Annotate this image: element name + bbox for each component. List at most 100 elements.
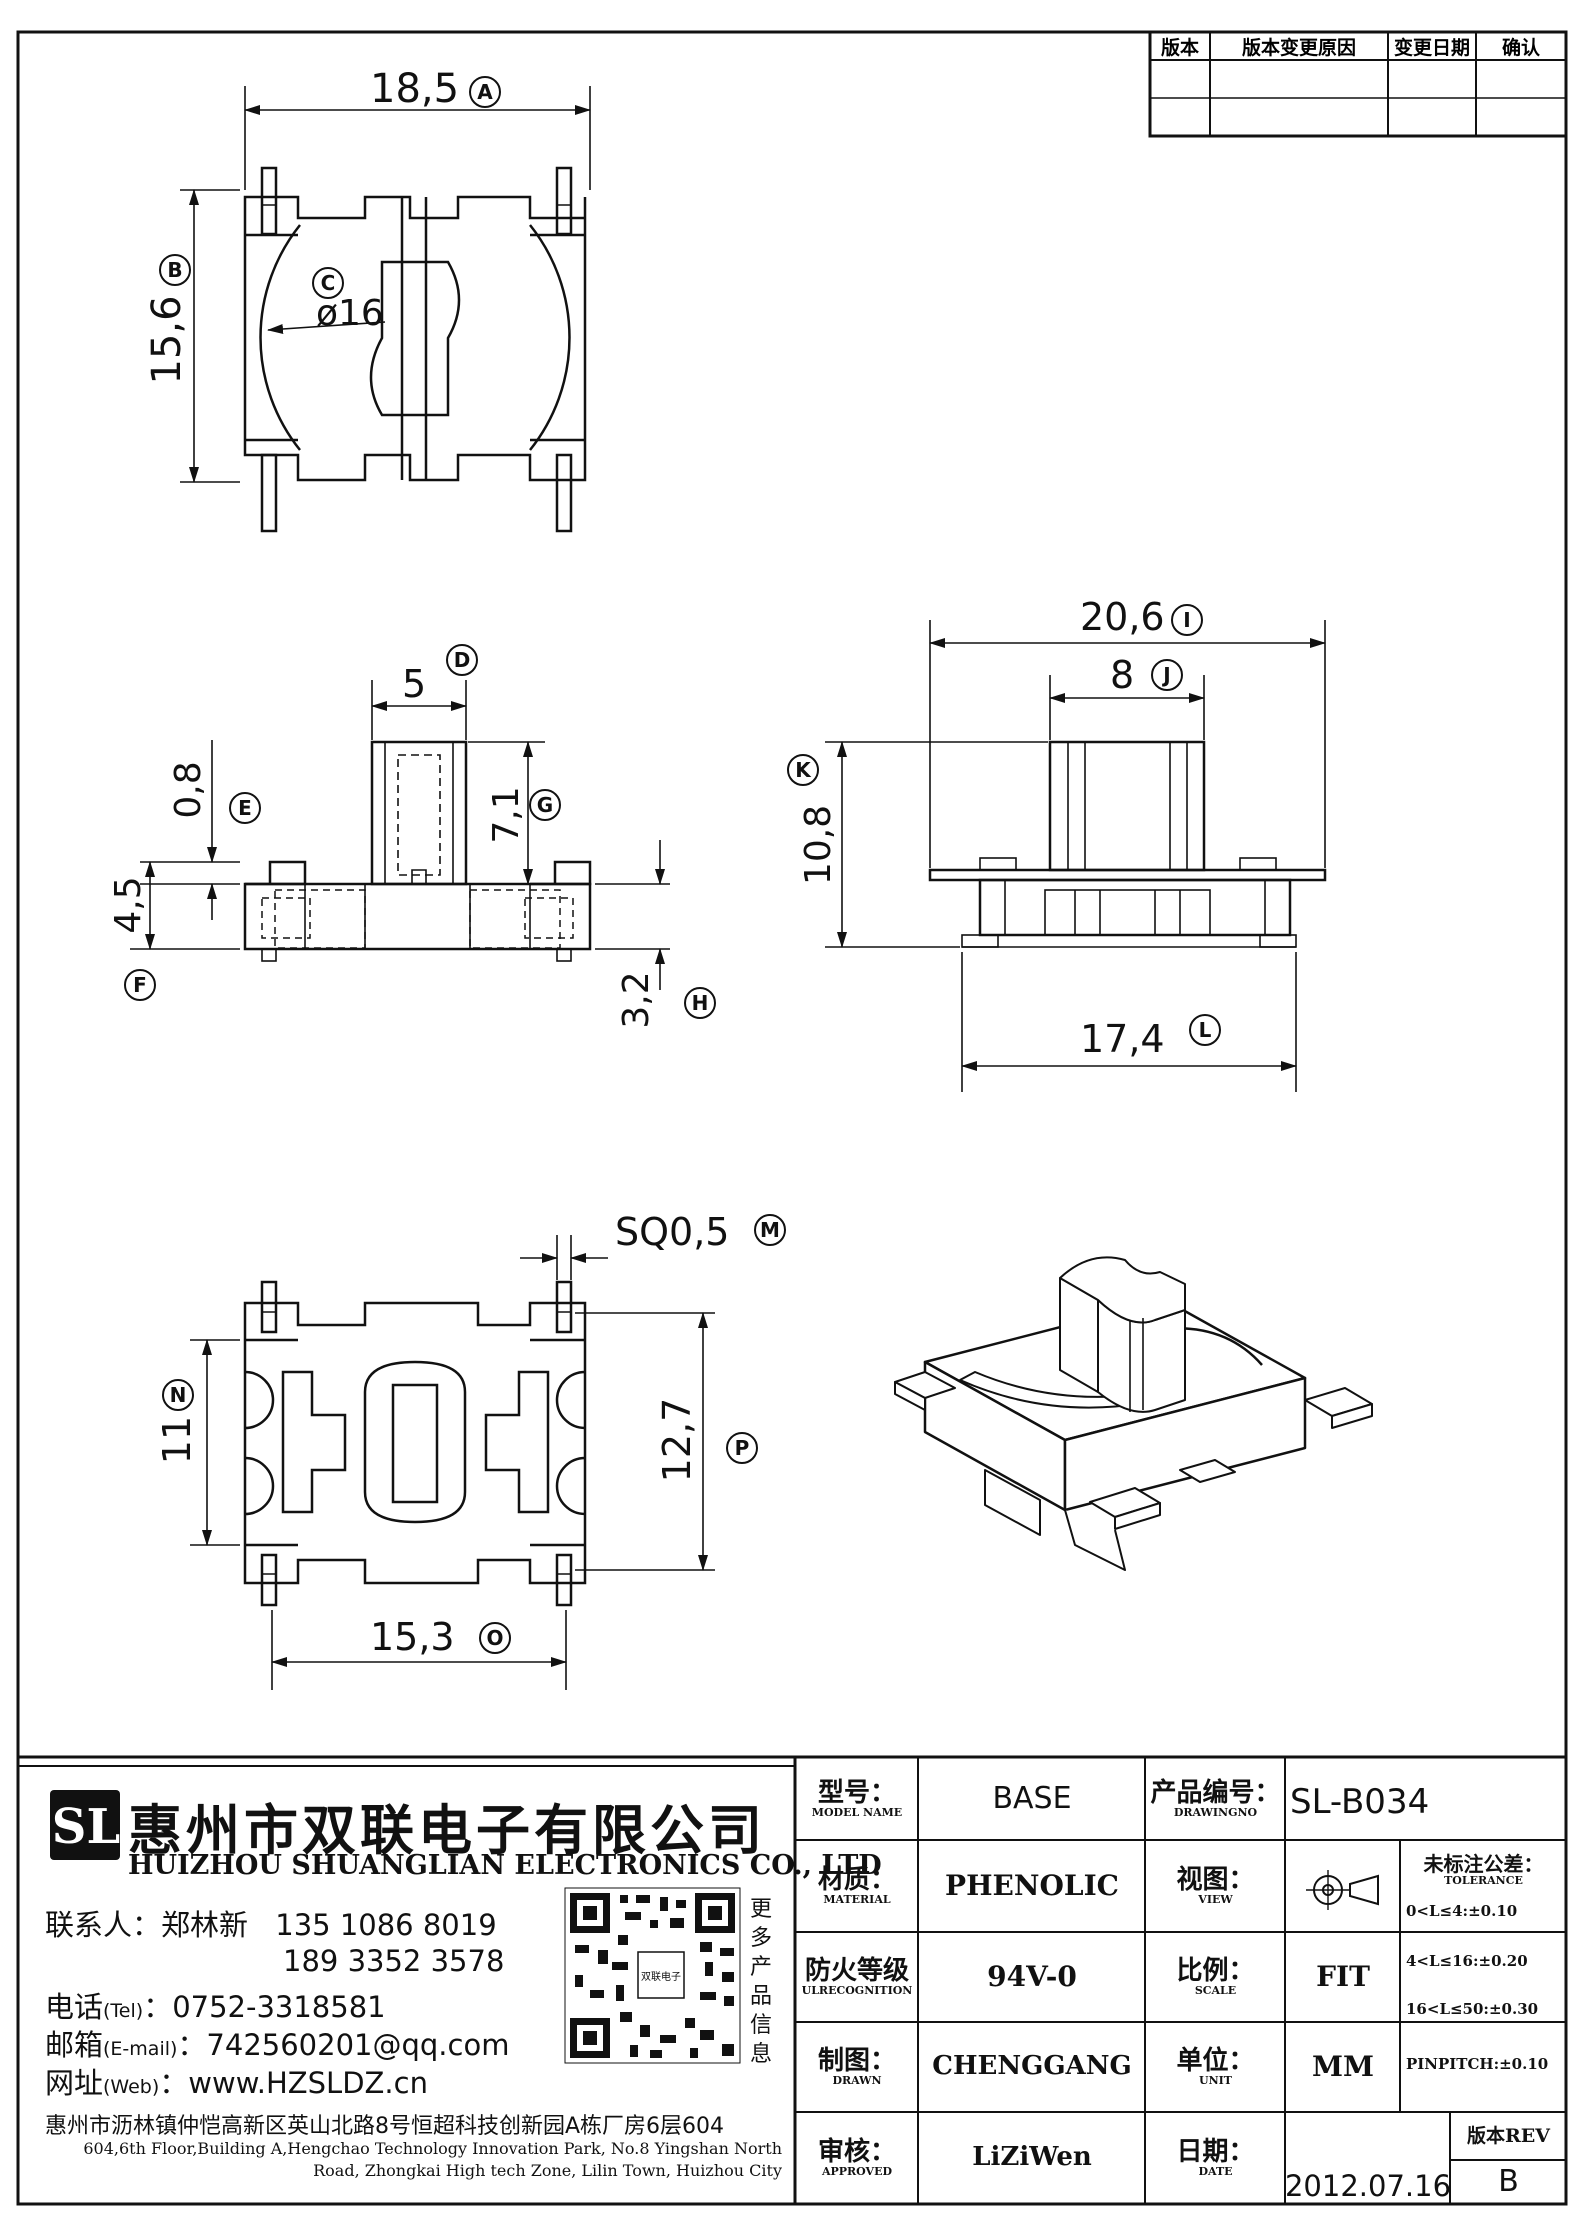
ref-letter-C: C xyxy=(321,271,336,295)
contact-phone-1: 135 1086 8019 xyxy=(275,1908,497,1942)
top-view-dims xyxy=(180,86,591,483)
web-label: 网址 xyxy=(45,2066,104,2100)
ref-letter-I: I xyxy=(1183,608,1190,632)
dim-M-value: SQ0,5 xyxy=(615,1210,729,1254)
dimension-texts: 18,5 15,6 ø16 5 0,8 4,5 7,1 3,2 20,6 8 1… xyxy=(108,66,1165,1659)
ref-letter-L: L xyxy=(1199,1018,1212,1042)
side-view xyxy=(928,740,1327,948)
ref-letter-M: M xyxy=(760,1218,780,1242)
projection-symbol-icon xyxy=(1306,1870,1379,1910)
ref-letter-P: P xyxy=(735,1436,750,1460)
ref-letter-J: J xyxy=(1161,663,1170,687)
drawn-value: CHENGGANG xyxy=(932,2051,1132,2082)
web-line: 网址(Web)：www.HZSLDZ.cn xyxy=(45,2060,428,2102)
top-view xyxy=(243,166,587,533)
tel-value: ：0752-3318581 xyxy=(143,1990,386,2024)
tel-line: 电话(Tel)：0752-3318581 xyxy=(45,1984,386,2026)
title-block-frame xyxy=(18,1755,1566,2204)
bottom-view-dims xyxy=(190,1235,715,1690)
unit-label: 单位：UNIT xyxy=(1176,2045,1255,2087)
ref-letter-A: A xyxy=(477,80,493,104)
rev-header-confirm: 确认 xyxy=(1502,36,1540,59)
dim-A-value: 18,5 xyxy=(370,66,459,112)
dim-O-value: 15,3 xyxy=(370,1615,455,1659)
company-name-cn: 惠州市双联电子有限公司 xyxy=(128,1798,766,1862)
tel-en: (Tel) xyxy=(103,2000,144,2022)
bottom-view xyxy=(243,1280,587,1607)
ref-letter-F: F xyxy=(133,973,147,997)
ul-value: 94V-0 xyxy=(987,1960,1077,1994)
sheet-border xyxy=(16,30,1568,2206)
tolerance-label: 未标注公差：TOLERANCE xyxy=(1423,1851,1544,1887)
view-label: 视图：VIEW xyxy=(1176,1864,1255,1906)
side-view-dims xyxy=(825,620,1326,1092)
tolerance-4: PINPITCH:±0.10 xyxy=(1406,2055,1549,2073)
unit-value: MM xyxy=(1312,2050,1374,2084)
dim-F-value: 4,5 xyxy=(108,876,149,933)
rev-header-date: 变更日期 xyxy=(1394,36,1470,59)
tolerance-3: 16<L≤50:±0.30 xyxy=(1406,2000,1539,2018)
contact-name: 郑林新 xyxy=(161,1908,249,1942)
qr-code-icon: 双联电子 xyxy=(564,1887,741,2064)
email-line: 邮箱(E-mail)：742560201@qq.com xyxy=(45,2022,509,2064)
rev-value: B xyxy=(1498,2164,1519,2200)
contact-phone-2: 189 3352 3578 xyxy=(283,1944,505,1978)
email-label: 邮箱 xyxy=(45,2028,104,2062)
logo-text: SL xyxy=(52,1799,120,1855)
scale-value: FIT xyxy=(1316,1960,1370,1994)
more-info-label: 更多产品信息 xyxy=(749,1897,772,2068)
web-value[interactable]: ：www.HZSLDZ.cn xyxy=(159,2066,428,2100)
company-logo-icon: SL xyxy=(50,1790,120,1860)
address-en-line2: Road, Zhongkai High tech Zone, Lilin Tow… xyxy=(313,2160,782,2180)
material-label: 材质：MATERIAL xyxy=(817,1864,896,1906)
drawn-label: 制图：DRAWN xyxy=(817,2045,896,2087)
dim-D-value: 5 xyxy=(402,662,426,706)
web-en: (Web) xyxy=(103,2076,160,2098)
approved-value: LiZiWen xyxy=(972,2142,1092,2173)
dim-K-value: 10,8 xyxy=(798,805,839,885)
reference-balloons xyxy=(124,76,1221,1654)
ref-letter-B: B xyxy=(167,258,182,282)
dim-G-value: 7,1 xyxy=(486,786,527,843)
date-value: 2012.07.16 xyxy=(1284,2168,1452,2203)
address-en-line1: 604,6th Floor,Building A,Hengchao Techno… xyxy=(83,2139,782,2158)
dim-E-value: 0,8 xyxy=(168,761,209,818)
dim-P-value: 12,7 xyxy=(655,1398,699,1483)
drawingno-value: SL-B034 xyxy=(1290,1782,1430,1823)
front-view-dims xyxy=(130,680,670,990)
email-value[interactable]: ：742560201@qq.com xyxy=(177,2028,510,2062)
address-cn: 惠州市沥林镇仲恺高新区英山北路8号恒超科技创新园A栋厂房6层604 xyxy=(45,2114,725,2139)
front-view xyxy=(243,740,592,962)
contact-label: 联系人： xyxy=(45,1908,162,1942)
ref-letter-N: N xyxy=(170,1383,187,1407)
dim-N-value: 11 xyxy=(155,1416,199,1464)
ref-letter-O: O xyxy=(486,1626,503,1650)
date-label: 日期：DATE xyxy=(1176,2136,1255,2178)
dim-B-value: 15,6 xyxy=(144,295,190,384)
dim-J-value: 8 xyxy=(1110,653,1134,697)
email-en: (E-mail) xyxy=(103,2038,178,2060)
ref-letter-E: E xyxy=(238,796,252,820)
dim-L-value: 17,4 xyxy=(1080,1017,1165,1061)
material-value: PHENOLIC xyxy=(945,1869,1119,1903)
dim-H-value: 3,2 xyxy=(616,971,657,1028)
model-value: BASE xyxy=(992,1781,1072,1817)
isometric-view xyxy=(894,1256,1373,1571)
scale-label: 比例：SCALE xyxy=(1176,1955,1255,1997)
tel-label: 电话 xyxy=(45,1990,104,2024)
approved-label: 审核：APPROVED xyxy=(817,2136,896,2178)
ref-letter-H: H xyxy=(692,991,709,1015)
rev-header-version: 版本 xyxy=(1161,36,1199,59)
tolerance-2: 4<L≤16:±0.20 xyxy=(1406,1952,1528,1970)
ref-letter-K: K xyxy=(795,758,812,782)
company-name-en: HUIZHOU SHUANGLIAN ELECTRONICS CO., LTD xyxy=(128,1850,882,1881)
model-label: 型号：MODEL NAME xyxy=(811,1777,903,1819)
ref-letter-D: D xyxy=(454,648,471,672)
dim-I-value: 20,6 xyxy=(1080,595,1165,639)
qr-center-label: 双联电子 xyxy=(641,1970,681,1983)
rev-label: 版本REV xyxy=(1466,2124,1550,2147)
rev-header-reason: 版本变更原因 xyxy=(1242,36,1356,59)
dim-C-value: ø16 xyxy=(316,293,384,334)
